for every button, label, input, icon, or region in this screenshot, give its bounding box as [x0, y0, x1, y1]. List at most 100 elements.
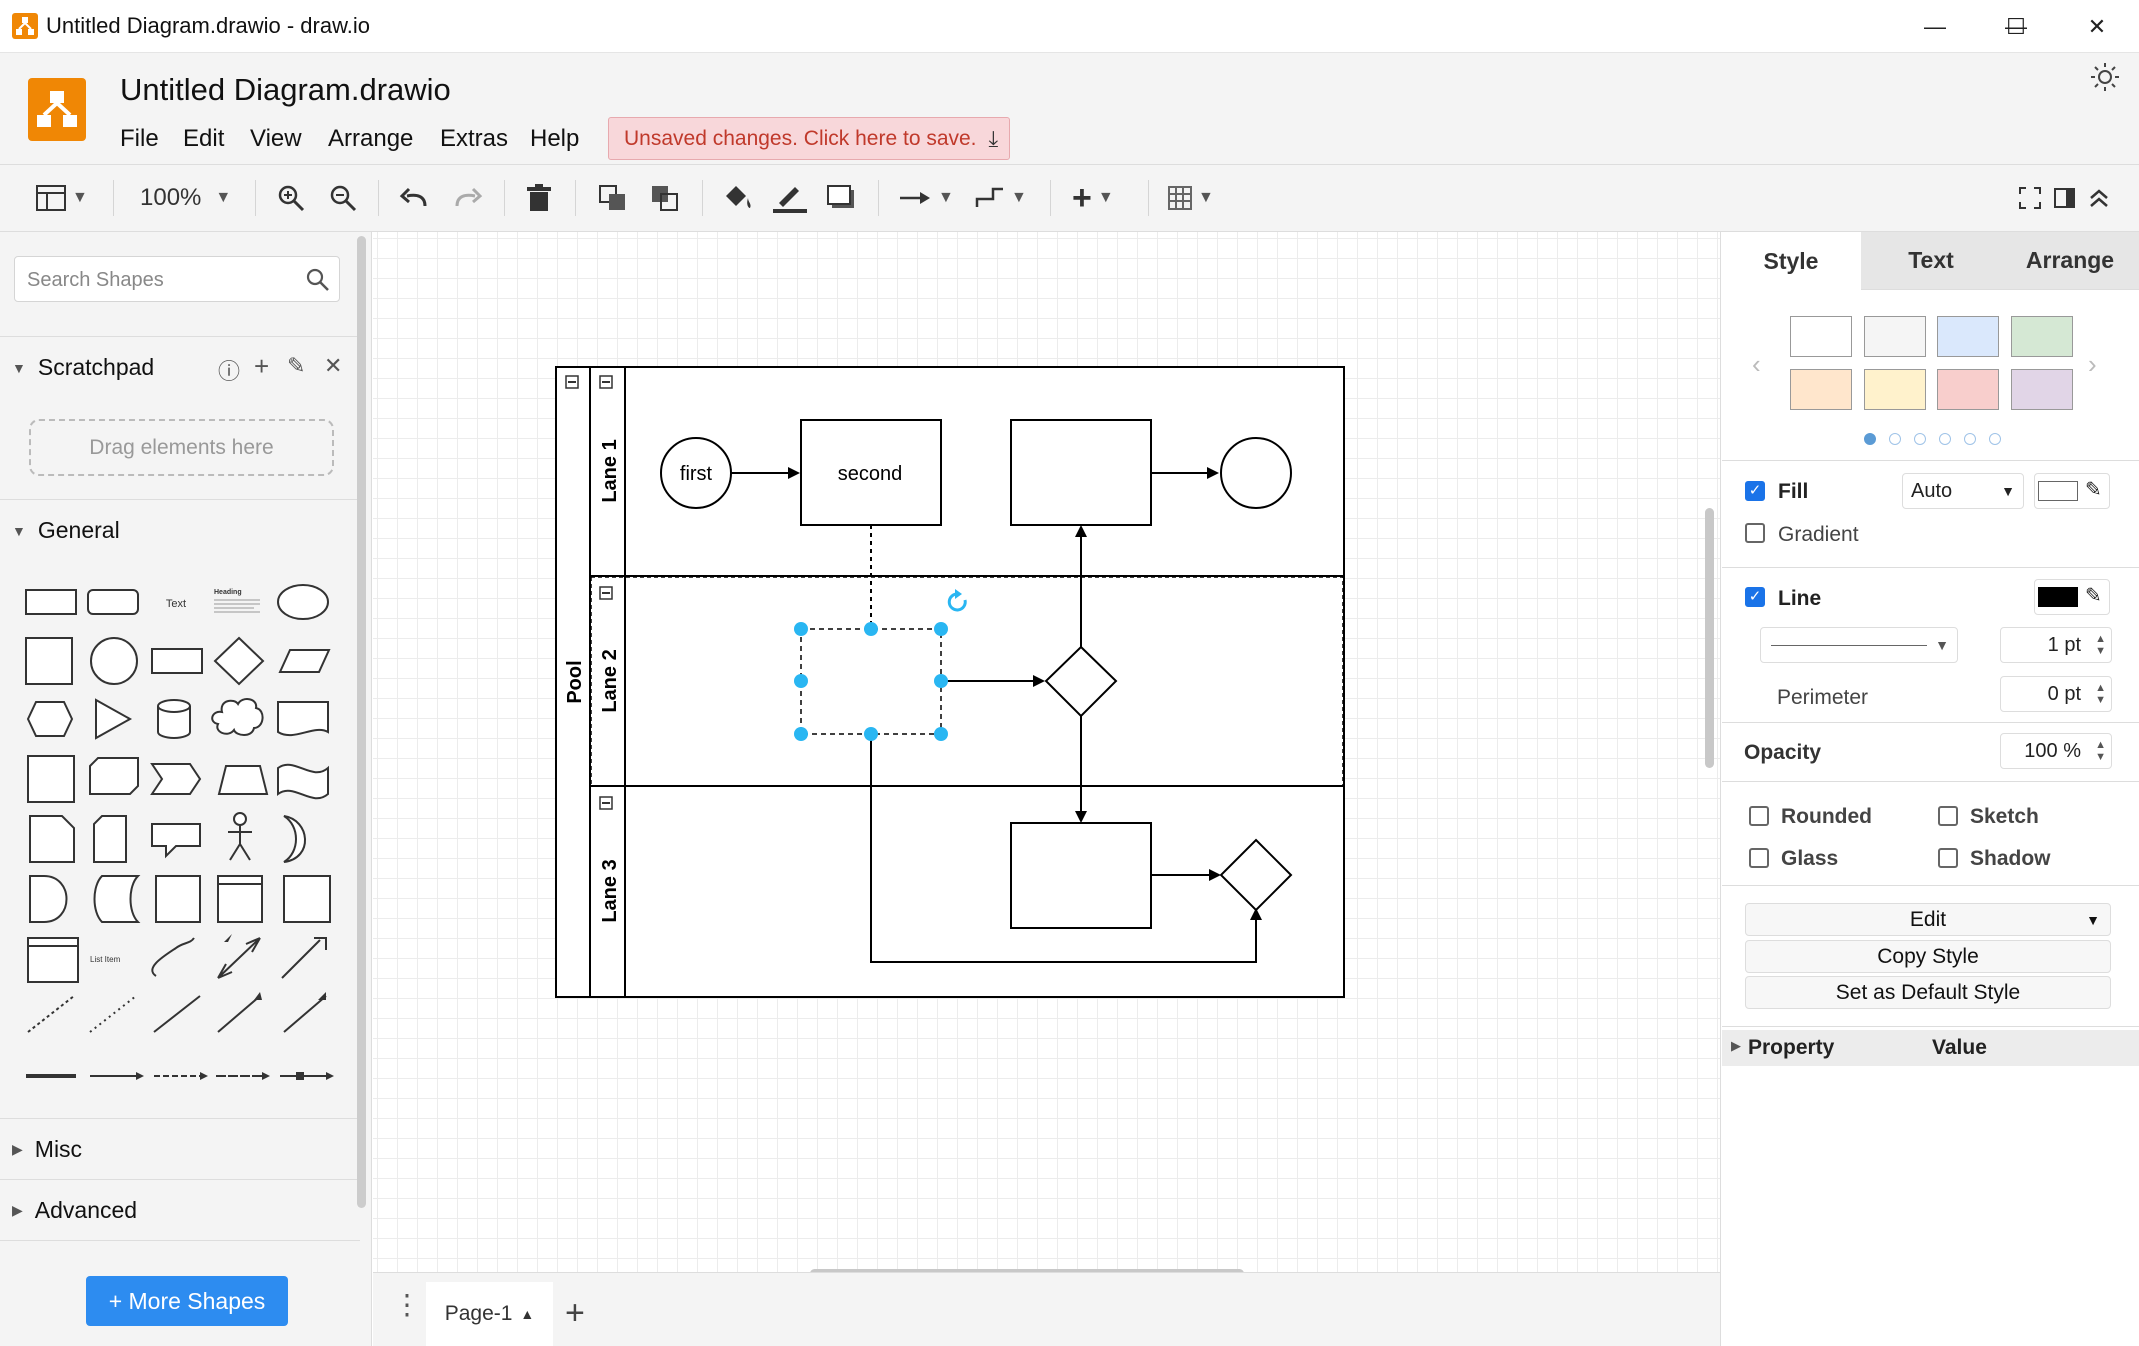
style-swatch-7[interactable]: [1937, 369, 1999, 410]
fill-color-icon[interactable]: [722, 178, 754, 218]
waypoints-dropdown[interactable]: ▼: [975, 178, 1027, 218]
style-swatch-6[interactable]: [1864, 369, 1926, 410]
stepper-icon[interactable]: ▲▼: [2095, 633, 2106, 657]
fill-checkbox[interactable]: ✓: [1745, 481, 1765, 501]
undo-icon[interactable]: [399, 178, 431, 218]
pages-menu-icon[interactable]: ⋮: [393, 1289, 421, 1320]
theme-sun-icon[interactable]: [2090, 62, 2120, 92]
misc-section-header[interactable]: ▶ Misc: [0, 1118, 360, 1180]
canvas-vertical-scrollbar[interactable]: [1705, 508, 1714, 768]
zoom-in-icon[interactable]: [277, 178, 305, 218]
style-swatch-8[interactable]: [2011, 369, 2073, 410]
advanced-label: Advanced: [34, 1196, 138, 1223]
stepper-icon[interactable]: ▲▼: [2095, 739, 2106, 763]
unsaved-label: Unsaved changes. Click here to save.: [624, 126, 977, 150]
chevron-left-icon[interactable]: ‹: [1752, 349, 1761, 379]
shadow-icon[interactable]: [826, 178, 856, 218]
stepper-icon[interactable]: ▲▼: [2095, 682, 2106, 706]
menu-arrange[interactable]: Arrange: [328, 125, 414, 152]
to-front-icon[interactable]: [598, 178, 628, 218]
rounded-checkbox[interactable]: [1749, 806, 1769, 826]
menu-file[interactable]: File: [120, 125, 159, 152]
redo-icon[interactable]: [451, 178, 483, 218]
style-swatch-5[interactable]: [1790, 369, 1852, 410]
divider: [1722, 722, 2139, 723]
fill-color-picker[interactable]: ✎: [2034, 473, 2110, 509]
close-icon[interactable]: ✕: [324, 353, 343, 378]
opacity-input[interactable]: 100 % ▲▼: [2000, 733, 2112, 769]
edit-style-dropdown[interactable]: Edit ▼: [1745, 903, 2111, 936]
page-tab[interactable]: Page-1 ▲: [426, 1282, 553, 1346]
line-checkbox[interactable]: ✓: [1745, 587, 1765, 607]
tab-text[interactable]: Text: [1861, 232, 2001, 290]
line-width-input[interactable]: 1 pt ▲▼: [2000, 627, 2112, 663]
shapes-scrollbar[interactable]: [357, 236, 366, 1208]
menu-extras[interactable]: Extras: [440, 125, 509, 152]
glass-checkbox[interactable]: [1749, 848, 1769, 868]
search-icon[interactable]: [306, 268, 330, 292]
to-back-icon[interactable]: [650, 178, 680, 218]
table-dropdown[interactable]: ▼: [1168, 178, 1214, 218]
add-icon[interactable]: +: [254, 351, 270, 381]
menu-edit[interactable]: Edit: [183, 125, 225, 152]
style-swatch-3[interactable]: [1937, 316, 1999, 357]
maximize-button[interactable]: ☐: [2006, 13, 2026, 39]
style-swatch-2[interactable]: [1864, 316, 1926, 357]
chevron-right-icon: ▶: [12, 1201, 23, 1218]
tab-arrange[interactable]: Arrange: [2001, 232, 2139, 290]
tab-style[interactable]: Style: [1721, 232, 1861, 290]
fill-mode-select[interactable]: Auto ▼: [1902, 473, 2024, 509]
swatch-page-dot[interactable]: [1939, 433, 1951, 445]
add-page-icon[interactable]: +: [565, 1294, 585, 1332]
style-swatch-4[interactable]: [2011, 316, 2073, 357]
general-section-header[interactable]: ▼ General: [0, 499, 360, 561]
perimeter-input[interactable]: 0 pt ▲▼: [2000, 676, 2112, 712]
shape-tape: [277, 763, 329, 800]
fullscreen-icon[interactable]: [2018, 178, 2042, 218]
advanced-section-header[interactable]: ▶ Advanced: [0, 1179, 360, 1241]
line-pattern-select[interactable]: ▼: [1760, 627, 1958, 663]
edit-label: Edit: [1909, 907, 1947, 931]
scratchpad-header[interactable]: ▼ Scratchpad: [0, 336, 360, 398]
property-table-header[interactable]: ▶ Property Value: [1722, 1030, 2139, 1066]
chevron-right-icon[interactable]: ›: [2088, 349, 2097, 379]
zoom-out-icon[interactable]: [329, 178, 357, 218]
shadow-checkbox[interactable]: [1938, 848, 1958, 868]
swatch-page-dot[interactable]: [1889, 433, 1901, 445]
menu-help[interactable]: Help: [530, 125, 580, 152]
menu-view[interactable]: View: [250, 125, 302, 152]
close-button[interactable]: ✕: [2087, 13, 2107, 39]
scratchpad-dropzone[interactable]: Drag elements here: [29, 419, 334, 476]
connection-style-dropdown[interactable]: ▼: [898, 178, 954, 218]
format-panel-icon[interactable]: [2054, 178, 2076, 218]
gradient-label: Gradient: [1778, 523, 1859, 546]
swatch-page-dot[interactable]: [1989, 433, 2001, 445]
edit-pencil-icon[interactable]: ✎: [287, 353, 306, 378]
unsaved-changes-button[interactable]: Unsaved changes. Click here to save. ⤓: [608, 117, 1010, 160]
general-shapes-grid[interactable]: Text Heading List Item: [14, 572, 344, 1092]
more-shapes-button[interactable]: + More Shapes: [86, 1276, 288, 1326]
format-panel-toggle[interactable]: ▼: [36, 178, 88, 218]
swatch-page-dot[interactable]: [1914, 433, 1926, 445]
minimize-button[interactable]: —: [1924, 13, 1946, 39]
sketch-checkbox[interactable]: [1938, 806, 1958, 826]
line-color-picker[interactable]: ✎: [2034, 579, 2110, 615]
set-default-style-button[interactable]: Set as Default Style: [1745, 976, 2111, 1009]
divider: [1722, 567, 2139, 568]
style-swatch-1[interactable]: [1790, 316, 1852, 357]
insert-dropdown[interactable]: + ▼: [1072, 178, 1114, 218]
search-shapes-input[interactable]: Search Shapes: [14, 256, 340, 302]
page-tab-label: Page-1: [444, 1302, 513, 1325]
line-color-icon[interactable]: [773, 178, 807, 218]
swatch-page-dot[interactable]: [1864, 433, 1876, 445]
zoom-dropdown[interactable]: 100% ▼: [140, 178, 231, 218]
minimize-button[interactable]: —: [2005, 13, 2027, 39]
diagram[interactable]: Pool Lane 1 Lane 2 Lane 3 first sec: [373, 232, 1703, 1267]
gradient-checkbox[interactable]: [1745, 523, 1765, 543]
delete-icon[interactable]: [526, 178, 552, 218]
help-icon[interactable]: ⓘ: [218, 359, 241, 384]
document-title[interactable]: Untitled Diagram.drawio: [120, 72, 451, 107]
collapse-toolbar-icon[interactable]: [2088, 178, 2110, 218]
swatch-page-dot[interactable]: [1964, 433, 1976, 445]
copy-style-button[interactable]: Copy Style: [1745, 940, 2111, 973]
